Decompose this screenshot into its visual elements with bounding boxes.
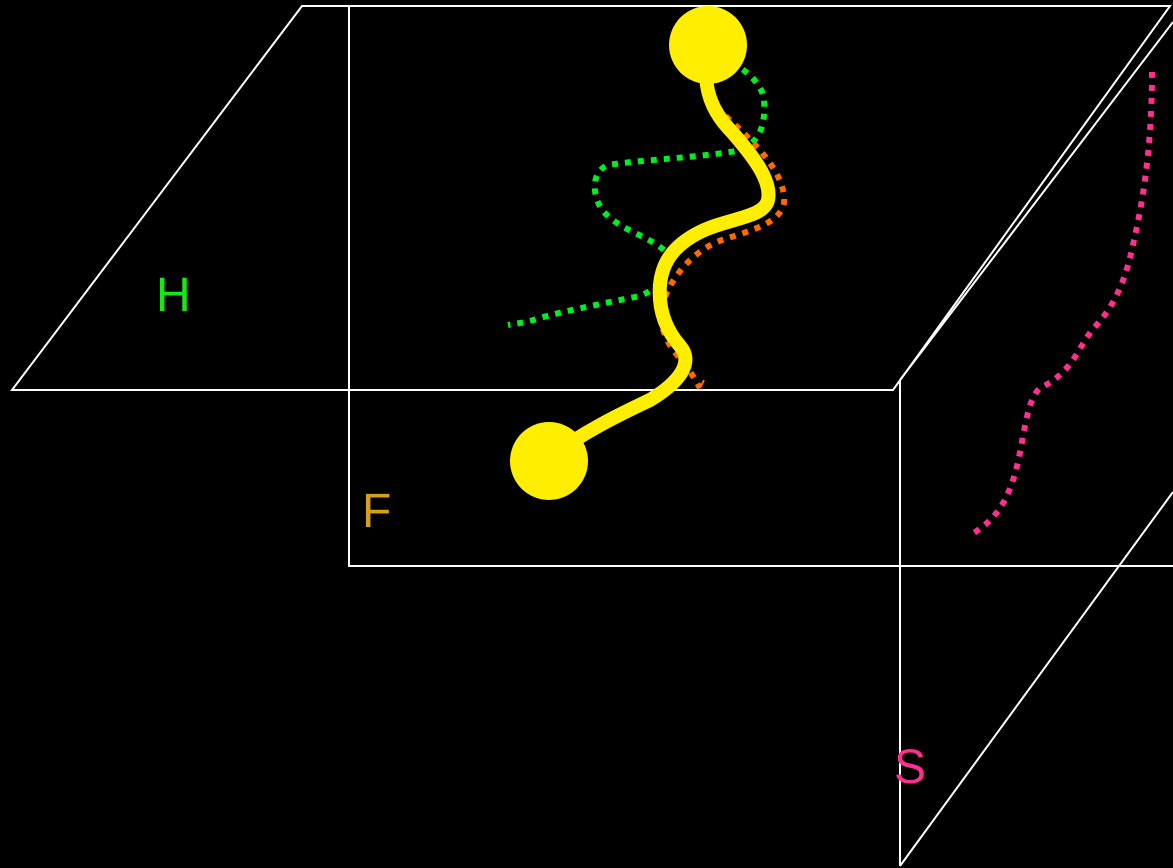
plane-frame	[9, 5, 1173, 867]
space-curve	[541, 48, 776, 465]
frontal-plane	[348, 6, 1173, 567]
horizontal-plane-label: H	[156, 269, 191, 322]
side-plane-label: S	[894, 741, 926, 794]
horizontal-projection-curve	[507, 49, 768, 328]
side-projection-curve	[970, 71, 1155, 537]
curve-endpoint-bottom	[510, 422, 588, 500]
frontal-plane-label: F	[362, 485, 391, 538]
side-plane-top-edge	[899, 21, 1173, 381]
horizontal-plane	[9, 5, 1172, 391]
side-plane-bottom-edge	[899, 491, 1173, 867]
curve-endpoint-top	[669, 6, 747, 84]
frontal-projection-tick	[699, 379, 705, 389]
